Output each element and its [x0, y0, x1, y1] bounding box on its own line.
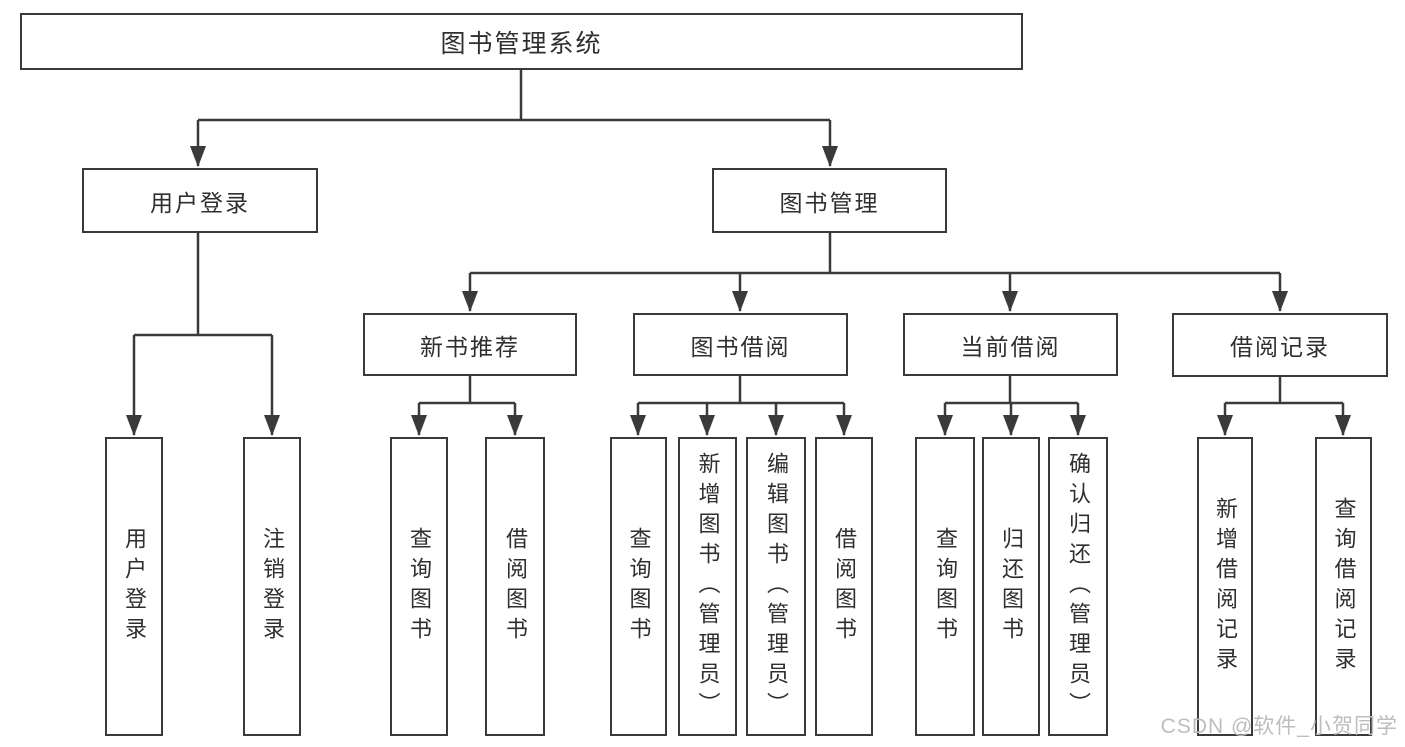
leaf-label: 归还图书: [999, 526, 1024, 647]
leaf-add-books-admin: 新增图书（管理员）: [678, 437, 737, 736]
arrowhead-icon: [1070, 415, 1086, 436]
leaf-label: 借阅图书: [503, 526, 528, 647]
node-label: 图书管理: [779, 189, 880, 216]
arrowhead-icon: [630, 415, 646, 436]
leaf-label: 新增借阅记录: [1213, 496, 1238, 677]
arrowhead-icon: [462, 291, 478, 312]
leaf-label: 注销登录: [260, 526, 285, 647]
arrowhead-icon: [836, 415, 852, 436]
leaf-edit-books-admin: 编辑图书（管理员）: [746, 437, 806, 736]
node-label: 借阅记录: [1230, 334, 1330, 360]
leaf-query-books-current: 查询图书: [915, 437, 975, 736]
node-book-borrowing: 图书借阅: [633, 313, 848, 376]
node-new-book-recommend: 新书推荐: [363, 313, 577, 376]
arrowhead-icon: [768, 415, 784, 436]
arrowhead-icon: [190, 146, 206, 167]
arrowhead-icon: [699, 415, 715, 436]
node-label: 新书推荐: [420, 333, 520, 360]
leaf-user-login: 用户登录: [105, 437, 163, 736]
leaf-confirm-return-admin: 确认归还（管理员）: [1048, 437, 1108, 736]
node-label: 图书管理系统: [440, 29, 603, 58]
leaf-label: 用户登录: [122, 526, 147, 647]
arrowhead-icon: [822, 146, 838, 167]
arrowhead-icon: [1272, 291, 1288, 312]
node-library-management-system: 图书管理系统: [20, 13, 1023, 70]
leaf-return-books: 归还图书: [982, 437, 1040, 736]
connector-new-book-recommend: [417, 376, 517, 435]
connector-borrowing-records: [1223, 377, 1345, 435]
leaf-label: 查询图书: [933, 526, 958, 647]
arrowhead-icon: [1217, 415, 1233, 436]
leaf-label: 编辑图书（管理员）: [764, 451, 789, 722]
arrowhead-icon: [937, 415, 953, 436]
arrowhead-icon: [411, 415, 427, 436]
arrowhead-icon: [1003, 415, 1019, 436]
node-book-management: 图书管理: [712, 168, 947, 233]
leaf-label: 借阅图书: [832, 526, 857, 647]
node-user-login: 用户登录: [82, 168, 318, 233]
arrowhead-icon: [264, 415, 280, 436]
connector-user-login: [132, 233, 274, 435]
arrowhead-icon: [507, 415, 523, 436]
arrowhead-icon: [1335, 415, 1351, 436]
node-label: 用户登录: [150, 189, 250, 216]
node-borrowing-records: 借阅记录: [1172, 313, 1388, 377]
connector-book-borrowing: [636, 376, 846, 435]
arrowhead-icon: [1002, 291, 1018, 312]
leaf-query-books-borrow: 查询图书: [610, 437, 667, 736]
arrowhead-icon: [732, 291, 748, 312]
leaf-label: 查询图书: [626, 526, 652, 647]
leaf-add-borrow-record: 新增借阅记录: [1197, 437, 1253, 736]
arrowhead-icon: [126, 415, 142, 436]
leaf-query-borrow-record: 查询借阅记录: [1315, 437, 1372, 736]
node-current-borrowing: 当前借阅: [903, 313, 1118, 376]
node-label: 当前借阅: [960, 333, 1061, 360]
arrowheads: [126, 146, 1351, 436]
leaf-borrow-books: 借阅图书: [815, 437, 873, 736]
csdn-watermark: CSDN @软件_小贺同学: [1160, 715, 1398, 738]
connector-root: [196, 70, 832, 166]
leaf-label: 查询借阅记录: [1331, 496, 1357, 677]
connector-book-management: [468, 233, 1282, 311]
leaf-logout: 注销登录: [243, 437, 301, 736]
node-label: 图书借阅: [690, 333, 791, 360]
connector-lines: [132, 70, 1345, 435]
leaf-borrow-books-recommend: 借阅图书: [485, 437, 545, 736]
leaf-label: 查询图书: [407, 526, 432, 647]
leaf-label: 新增图书（管理员）: [695, 451, 721, 722]
leaf-query-books-recommend: 查询图书: [390, 437, 448, 736]
leaf-label: 确认归还（管理员）: [1066, 451, 1091, 722]
